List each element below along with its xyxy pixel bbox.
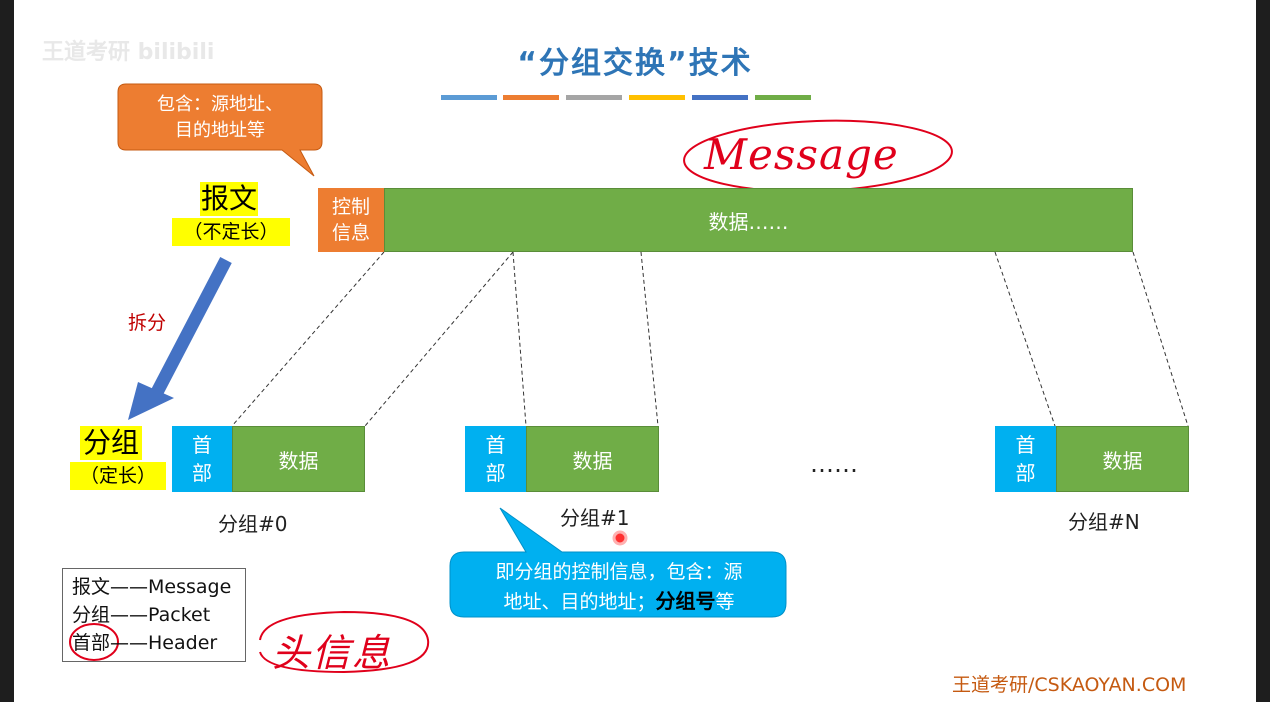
callout-top-text: 包含：源地址、 目的地址等 (118, 92, 322, 144)
header-circle (69, 623, 119, 661)
packet-label-main: 分组 (80, 426, 142, 460)
stripe-2 (503, 95, 559, 100)
packet-1-header: 首 部 (465, 426, 526, 492)
legend-row-message: 报文——Message (72, 573, 245, 601)
callout-bottom-line1: 即分组的控制信息，包含：源 (495, 561, 743, 583)
slide: 王道考研 bilibili “分组交换”技术 (14, 0, 1256, 702)
packet-n-header: 首 部 (995, 426, 1056, 492)
packet-1-header-l2: 部 (485, 461, 506, 485)
message-label-main: 报文 (200, 182, 258, 216)
handwriting-ellipse (259, 610, 430, 674)
proj-1a (512, 251, 527, 427)
split-arrow-head (128, 382, 174, 420)
legend-en-2: Header (148, 632, 218, 654)
stripe-3 (566, 95, 622, 100)
message-data-text: 数据…… (708, 209, 789, 234)
packet-n-data: 数据 (1056, 426, 1189, 492)
packet-0-header: 首 部 (172, 426, 232, 492)
handwritten-header-info: 头信息 (272, 631, 393, 675)
packet-label-sub: （定长） (70, 462, 166, 490)
callout-bottom-line2: 地址、目的地址；分组号等 (454, 587, 784, 617)
legend-en-0: Message (148, 576, 232, 598)
packet-n-header-l2: 部 (1015, 461, 1036, 485)
control-line1: 控制 (331, 196, 370, 218)
callout-top-bubble (117, 83, 323, 177)
watermark: 王道考研 bilibili (42, 40, 215, 65)
stripe-6 (755, 95, 811, 100)
legend-term-1: 分组 (72, 604, 111, 626)
legend-box: 报文——Message 分组——Packet 首部——Header (62, 568, 246, 662)
packet-1-data: 数据 (526, 426, 659, 492)
proj-nb (1132, 251, 1189, 427)
packet-n-caption: 分组#N (1068, 510, 1140, 534)
legend-en-1: Packet (148, 604, 211, 626)
stripe-1 (441, 95, 497, 100)
legend-sep-1: —— (110, 604, 149, 626)
stripe-5 (692, 95, 748, 100)
packet-0-header-l1: 首 (192, 433, 212, 457)
callout-top-line1: 包含：源地址、 (157, 94, 283, 115)
callout-top-line2: 目的地址等 (175, 120, 265, 141)
packets-ellipsis: …… (810, 450, 858, 478)
diagram-lines (69, 83, 1189, 674)
callout-bottom-bubble (449, 507, 787, 618)
legend-term-0: 报文 (72, 576, 111, 598)
split-label: 拆分 (128, 312, 167, 334)
control-line2: 信息 (331, 222, 370, 244)
callout-bottom-line2-a: 地址、目的地址； (503, 591, 656, 613)
packet-0-caption: 分组#0 (218, 512, 288, 536)
packet-n-header-l1: 首 (1015, 433, 1036, 457)
packet-1-header-l1: 首 (485, 433, 506, 457)
proj-0b (364, 251, 514, 427)
callout-bottom-text: 即分组的控制信息，包含：源 地址、目的地址；分组号等 (454, 558, 784, 617)
legend-sep-0: —— (110, 576, 149, 598)
page-title: “分组交换”技术 (517, 46, 753, 81)
legend-sep-2: —— (110, 632, 149, 654)
message-label-sub: （不定长） (172, 218, 290, 246)
stripe-4 (629, 95, 685, 100)
handwritten-message: Message (704, 130, 899, 179)
packet-0-data: 数据 (232, 426, 365, 492)
packet-0-header-l2: 部 (192, 461, 212, 485)
callout-bottom-line2-c: 等 (715, 591, 735, 613)
message-data: 数据…… (384, 188, 1133, 252)
packet-1-caption: 分组#1 (560, 506, 630, 530)
split-arrow-shaft (148, 256, 232, 402)
pointer-dot (612, 530, 628, 546)
legend-row-header: 首部——Header (72, 629, 245, 657)
proj-1b (640, 251, 659, 427)
legend-term-2: 首部 (72, 632, 111, 654)
message-control-info: 控制 信息 (318, 188, 384, 252)
proj-0a (231, 251, 385, 427)
proj-na (994, 251, 1056, 427)
legend-row-packet: 分组——Packet (72, 601, 245, 629)
callout-bottom-packet-number: 分组号 (655, 589, 716, 613)
footer-brand: 王道考研/CSKAOYAN.COM (952, 674, 1187, 696)
message-label: 报文 (200, 182, 258, 216)
